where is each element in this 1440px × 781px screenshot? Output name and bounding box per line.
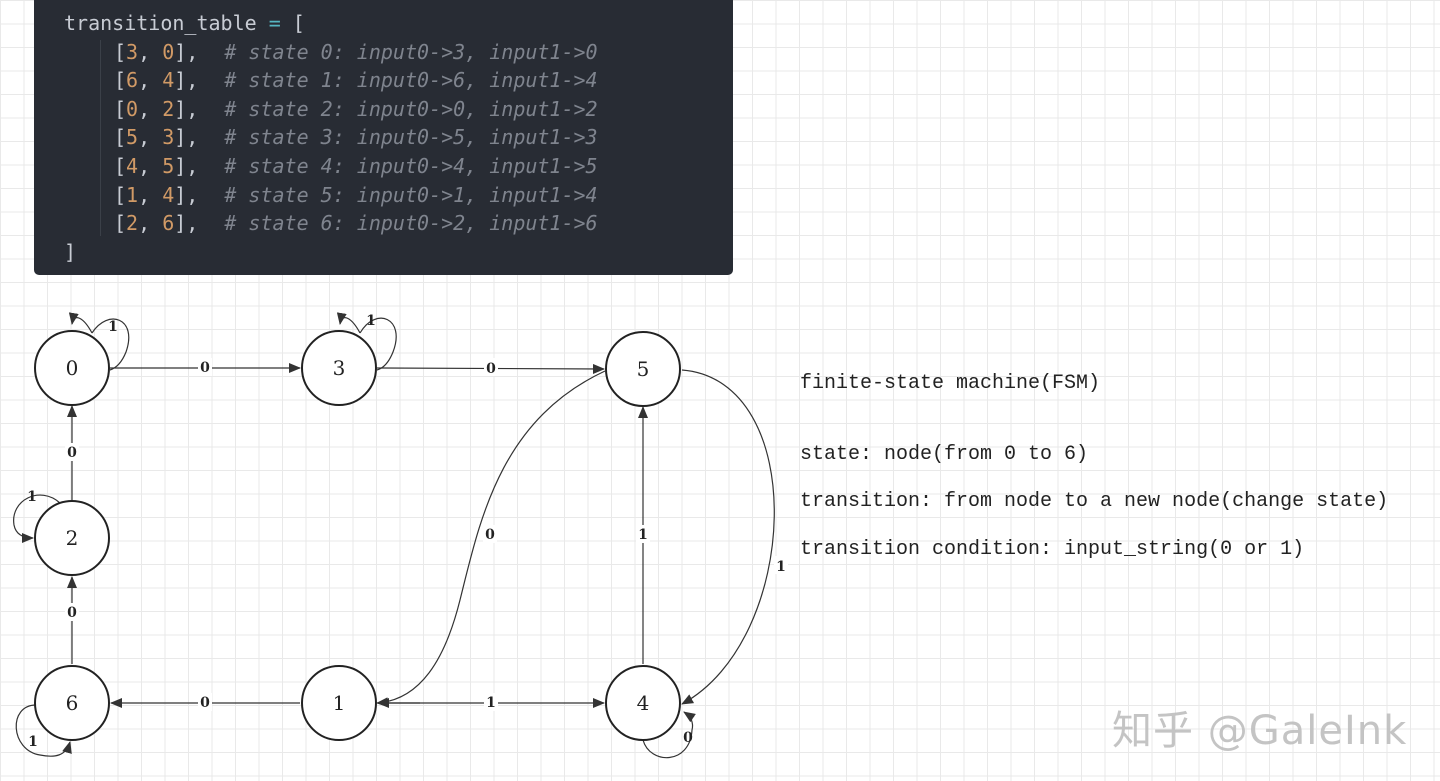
edge-label-5-1: 0 xyxy=(483,525,497,543)
code-comment: # state 3: input0->5, input1->3 xyxy=(224,125,598,150)
code-value: 6 xyxy=(162,211,175,236)
svg-text:0: 0 xyxy=(67,445,77,461)
svg-text:0: 0 xyxy=(67,605,77,621)
svg-text:1: 1 xyxy=(27,489,37,505)
code-value: 0 xyxy=(126,96,139,121)
state-node-1: 1 xyxy=(301,665,377,741)
code-comment: # state 5: input0->1, input1->4 xyxy=(224,182,598,207)
edge-label-0-self: 1 xyxy=(108,319,118,335)
code-value: 3 xyxy=(162,125,175,150)
state-node-3: 3 xyxy=(301,330,377,406)
svg-text:0: 0 xyxy=(485,527,495,543)
code-row: [3, 0],# state 0: input0->3, input1->0 xyxy=(114,39,598,64)
code-row: [5, 3],# state 3: input0->5, input1->3 xyxy=(114,125,598,150)
svg-text:0: 0 xyxy=(66,356,79,380)
code-open-bracket: [ xyxy=(292,11,305,35)
code-comment: # state 4: input0->4, input1->5 xyxy=(224,153,598,178)
svg-text:0: 0 xyxy=(200,360,210,376)
edge-6-self xyxy=(15,704,72,757)
edge-label-6-self: 1 xyxy=(28,734,38,750)
svg-text:3: 3 xyxy=(333,356,346,380)
code-row: [4, 5],# state 4: input0->4, input1->5 xyxy=(114,153,598,178)
svg-text:1: 1 xyxy=(333,691,346,715)
edge-4-self xyxy=(642,711,696,759)
edge-5-4 xyxy=(681,369,775,705)
code-row: [2, 6],# state 6: input0->2, input1->6 xyxy=(114,211,598,236)
code-value: 3 xyxy=(126,39,139,64)
code-header-line: transition_table = [ xyxy=(64,9,733,38)
code-comment: # state 6: input0->2, input1->6 xyxy=(224,211,598,236)
code-value: 1 xyxy=(126,182,139,207)
fsm-state-text: state: node(from 0 to 6) xyxy=(800,443,1089,466)
fsm-title-text: finite-state machine(FSM) xyxy=(800,372,1101,395)
code-comment: # state 2: input0->0, input1->2 xyxy=(224,96,598,121)
code-panel: transition_table = [ [3, 0],# state 0: i… xyxy=(34,0,733,275)
fsm-condition-text: transition condition: input_string(0 or … xyxy=(800,538,1305,561)
code-value: 4 xyxy=(162,182,175,207)
svg-text:5: 5 xyxy=(637,357,650,381)
code-row: [1, 4],# state 5: input0->1, input1->4 xyxy=(114,182,598,207)
code-comment: # state 0: input0->3, input1->0 xyxy=(224,39,598,64)
edge-label-5-4: 1 xyxy=(774,556,788,575)
edge-label-1-4: 1 xyxy=(484,693,498,711)
code-value: 5 xyxy=(126,125,139,150)
fsm-transition-text: transition: from node to a new node(chan… xyxy=(800,490,1389,513)
code-close-line: ] xyxy=(64,238,733,267)
svg-text:1: 1 xyxy=(28,734,38,750)
code-row: [0, 2],# state 2: input0->0, input1->2 xyxy=(114,96,598,121)
state-node-4: 4 xyxy=(605,665,681,741)
svg-text:0: 0 xyxy=(683,730,693,746)
code-value: 5 xyxy=(162,153,175,178)
edge-label-2-0: 0 xyxy=(65,443,79,461)
edge-label-3-5: 0 xyxy=(484,358,498,377)
edge-5-1 xyxy=(376,370,606,708)
code-value: 2 xyxy=(162,96,175,121)
code-close-bracket: ] xyxy=(64,239,77,264)
edge-label-3-self: 1 xyxy=(366,313,376,329)
edge-label-6-2: 0 xyxy=(65,603,79,621)
code-value: 6 xyxy=(126,68,139,93)
state-node-0: 0 xyxy=(34,330,110,406)
code-value: 4 xyxy=(162,68,175,93)
code-variable: transition_table xyxy=(64,11,257,35)
edge-label-2-self: 1 xyxy=(27,489,37,505)
edge-0-self xyxy=(68,312,130,371)
svg-text:1: 1 xyxy=(638,527,648,543)
svg-text:0: 0 xyxy=(200,695,210,711)
state-node-5: 5 xyxy=(605,331,681,407)
svg-text:2: 2 xyxy=(66,526,79,550)
edge-label-1-6: 0 xyxy=(198,693,212,711)
state-node-6: 6 xyxy=(34,665,110,741)
svg-text:1: 1 xyxy=(486,695,496,711)
svg-text:1: 1 xyxy=(108,319,118,335)
indent-guide xyxy=(100,40,101,236)
edge-label-4-self: 0 xyxy=(683,730,693,746)
watermark: 知乎 @GaleInk xyxy=(1112,708,1408,754)
code-value: 4 xyxy=(126,153,139,178)
code-operator: = xyxy=(268,11,281,35)
code-value: 2 xyxy=(126,211,139,236)
code-row: [6, 4],# state 1: input0->6, input1->4 xyxy=(114,68,598,93)
edge-2-self xyxy=(13,494,61,543)
svg-text:1: 1 xyxy=(366,313,376,329)
code-comment: # state 1: input0->6, input1->4 xyxy=(224,68,598,93)
svg-text:0: 0 xyxy=(486,361,496,377)
edge-3-self xyxy=(336,312,397,371)
edge-label-0-3: 0 xyxy=(198,358,212,376)
state-node-2: 2 xyxy=(34,500,110,576)
svg-text:4: 4 xyxy=(637,691,650,715)
svg-text:1: 1 xyxy=(776,559,786,575)
svg-text:6: 6 xyxy=(66,691,79,715)
code-value: 0 xyxy=(162,39,175,64)
edge-label-4-5: 1 xyxy=(636,525,650,543)
